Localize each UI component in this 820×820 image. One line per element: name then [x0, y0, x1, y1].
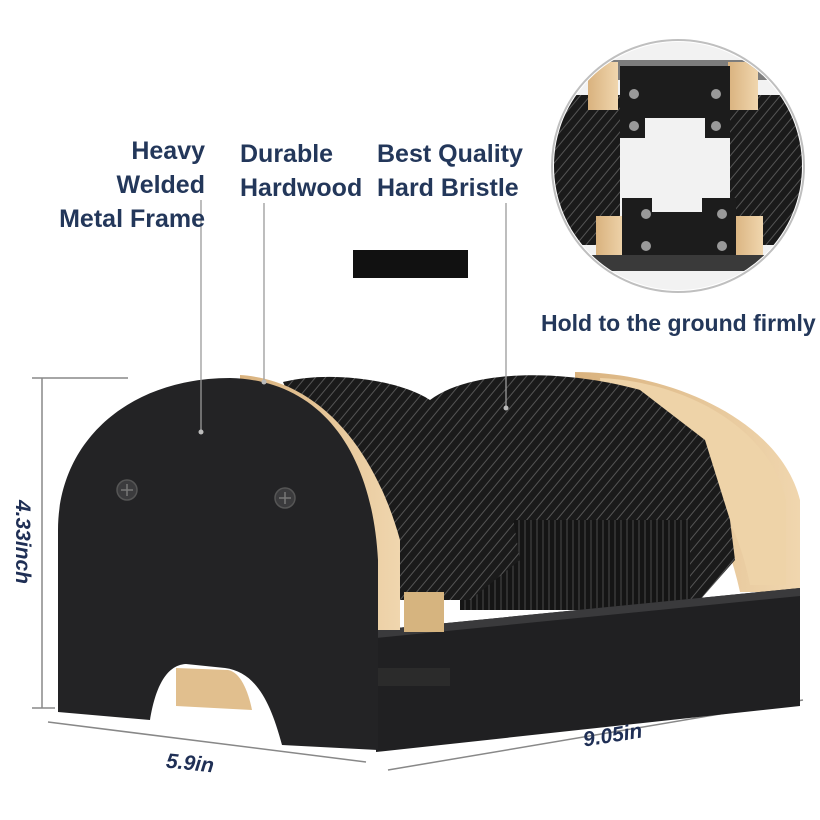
- redaction-bar-top: [353, 250, 468, 278]
- hardwood-label-line1: Durable: [240, 140, 334, 168]
- metal-frame-label-line2: Metal Frame: [59, 205, 205, 233]
- inset-caption: Hold to the ground firmly: [541, 310, 816, 336]
- bristle-label: Best Quality Hard Bristle: [377, 137, 523, 205]
- inset-detail-view: [551, 39, 805, 293]
- metal-frame-end: [58, 378, 378, 750]
- callout-leaders: [200, 200, 507, 432]
- hardwood-label: Durable Hardwood: [240, 137, 362, 205]
- bristle-label-line2: Hard Bristle: [377, 174, 519, 202]
- depth-dimension-label: 5.9in: [164, 749, 215, 778]
- inset-wood-top: [588, 62, 618, 110]
- bristle-label-line1: Best Quality: [377, 140, 523, 168]
- height-dimension-label: 4.33inch: [11, 499, 34, 585]
- metal-tray: [338, 588, 800, 752]
- inset-wood-bottom: [596, 216, 626, 260]
- metal-frame-label-line1: Heavy Welded: [116, 137, 205, 199]
- inset-bracket-top: [620, 66, 730, 138]
- hardwood-label-line2: Hardwood: [240, 174, 363, 202]
- metal-frame-label: Heavy Welded Metal Frame: [40, 134, 205, 236]
